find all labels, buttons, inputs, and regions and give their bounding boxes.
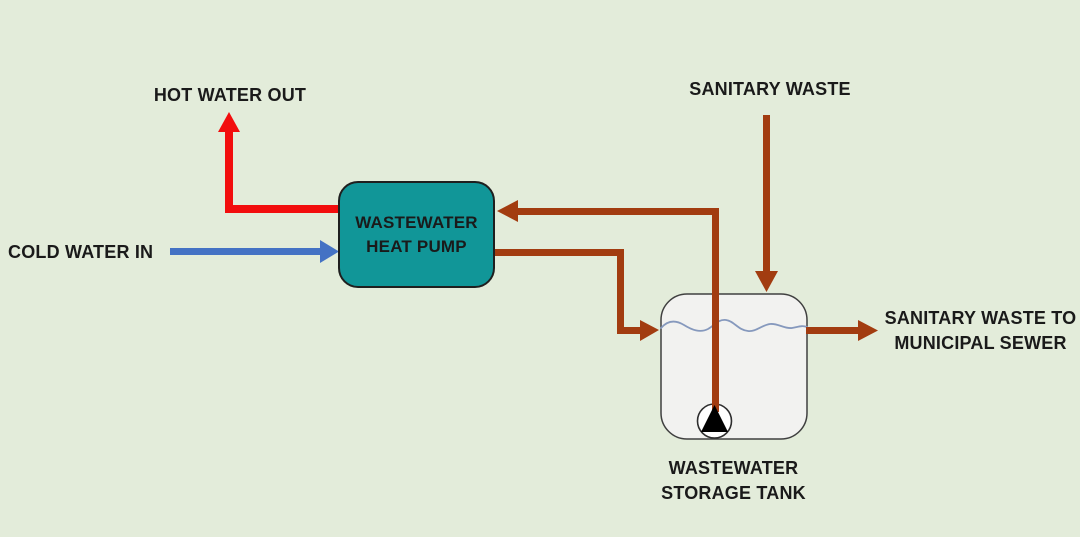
cold-water-arrow bbox=[170, 240, 339, 263]
sanitary-waste-label: SANITARY WASTE bbox=[689, 79, 851, 99]
hot-water-arrowhead-icon bbox=[218, 112, 240, 132]
pump-triangle-icon bbox=[701, 405, 728, 432]
sewer-outlet-label-line1: SANITARY WASTE TO bbox=[884, 308, 1077, 328]
storage-tank-label-line1: WASTEWATER bbox=[668, 458, 799, 478]
storage-tank-label: WASTEWATER STORAGE TANK bbox=[631, 456, 836, 506]
suction-pipe-horizontal bbox=[516, 208, 719, 215]
sanitary-inlet-arrowhead-icon bbox=[755, 271, 778, 292]
cold-water-arrowhead-icon bbox=[320, 240, 339, 263]
storage-tank-shape bbox=[660, 293, 808, 440]
hot-water-pipe-vertical bbox=[225, 130, 233, 213]
return-pipe-horizontal-top bbox=[495, 249, 624, 256]
to-heat-pump-arrowhead-icon bbox=[497, 200, 518, 222]
sewer-outlet-label: SANITARY WASTE TO MUNICIPAL SEWER bbox=[873, 306, 1080, 356]
wastewater-pipes bbox=[495, 115, 878, 412]
pipe-tank-to-heat-pump bbox=[497, 200, 719, 412]
heat-pump-box: WASTEWATER HEAT PUMP bbox=[338, 181, 495, 288]
water-surface-wave bbox=[660, 319, 808, 332]
return-pipe-vertical bbox=[617, 249, 624, 334]
pipe-sanitary-waste-in bbox=[755, 115, 778, 292]
cold-water-in-label: COLD WATER IN bbox=[8, 242, 154, 262]
storage-tank-label-line2: STORAGE TANK bbox=[661, 483, 806, 503]
pipe-sewer-outlet bbox=[806, 320, 878, 341]
return-pipe-horizontal-bottom bbox=[617, 327, 642, 334]
hot-water-pipe-horizontal bbox=[225, 205, 340, 213]
sanitary-inlet-vertical bbox=[763, 115, 770, 273]
into-tank-arrowhead-icon bbox=[640, 320, 659, 341]
heat-pump-label-line2: HEAT PUMP bbox=[366, 236, 467, 256]
hot-water-out-label: HOT WATER OUT bbox=[153, 85, 307, 105]
sewer-outlet-shaft bbox=[806, 327, 859, 334]
sewer-outlet-arrowhead-icon bbox=[858, 320, 878, 341]
suction-pipe-vertical bbox=[712, 208, 719, 412]
sewer-outlet-label-line2: MUNICIPAL SEWER bbox=[894, 333, 1067, 353]
pipe-heat-pump-to-tank bbox=[495, 249, 659, 341]
hot-water-pipe bbox=[218, 112, 340, 213]
cold-water-pipe-shaft bbox=[170, 248, 322, 255]
heat-pump-label-line1: WASTEWATER bbox=[355, 212, 478, 232]
